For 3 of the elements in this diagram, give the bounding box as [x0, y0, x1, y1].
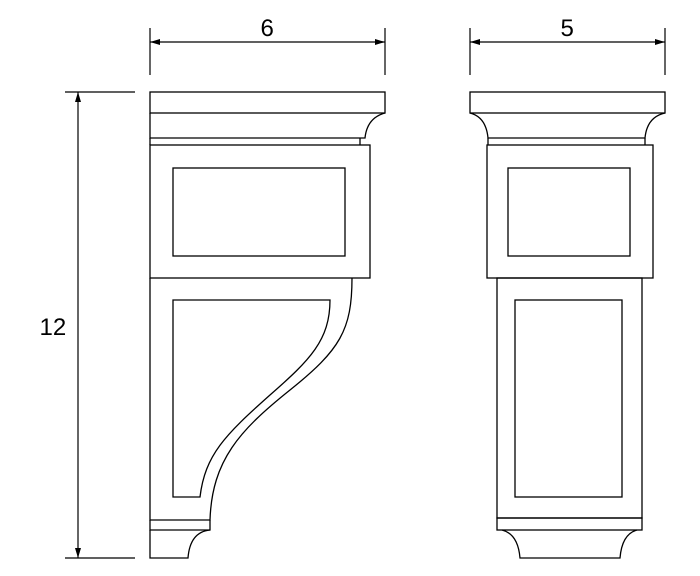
dimension-label: 6 — [260, 17, 274, 41]
dimension-label: 5 — [560, 17, 574, 41]
dimension-label: 12 — [40, 316, 66, 340]
